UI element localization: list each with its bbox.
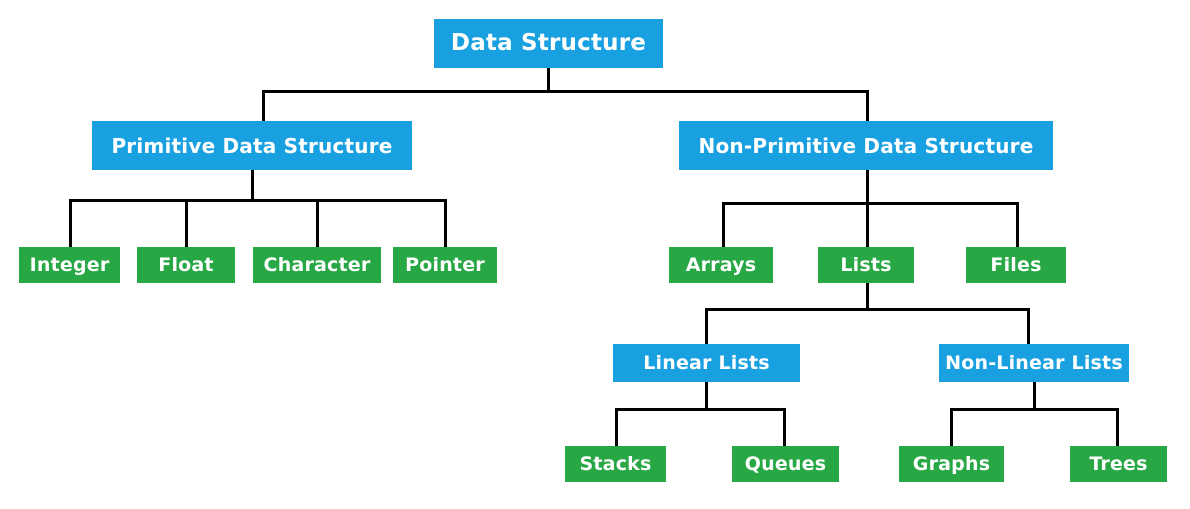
- edge-to-stacks: [615, 408, 618, 446]
- node-files[interactable]: Files: [966, 247, 1066, 283]
- edge-non-linear-lists-bus: [950, 408, 1119, 411]
- edge-to-non-linear-lists: [1027, 308, 1030, 344]
- edge-to-lists: [866, 202, 869, 247]
- edge-root-down: [547, 68, 550, 92]
- edge-to-primitive: [262, 90, 265, 121]
- node-data-structure[interactable]: Data Structure: [434, 19, 663, 68]
- node-non-linear-lists[interactable]: Non-Linear Lists: [939, 344, 1129, 382]
- edge-to-integer: [69, 199, 72, 247]
- edge-primitive-bus: [69, 199, 447, 202]
- edge-to-pointer: [444, 199, 447, 247]
- node-graphs[interactable]: Graphs: [899, 446, 1004, 482]
- edge-linear-lists-bus: [615, 408, 783, 411]
- edge-primitive-down: [251, 170, 254, 201]
- edge-non-linear-lists-down: [1033, 382, 1036, 410]
- edge-lists-bus: [705, 308, 1030, 311]
- node-lists[interactable]: Lists: [818, 247, 914, 283]
- edge-lists-down: [866, 282, 869, 310]
- node-arrays[interactable]: Arrays: [669, 247, 773, 283]
- edge-to-graphs: [950, 408, 953, 446]
- edge-non-primitive-bus: [722, 202, 1019, 205]
- edge-to-queues: [783, 408, 786, 446]
- edge-to-files: [1016, 202, 1019, 247]
- edge-linear-lists-down: [705, 382, 708, 410]
- edge-to-character: [316, 199, 319, 247]
- edge-to-linear-lists: [705, 308, 708, 344]
- edge-level1-bus: [262, 90, 869, 93]
- node-trees[interactable]: Trees: [1070, 446, 1167, 482]
- node-character[interactable]: Character: [253, 247, 381, 283]
- node-linear-lists[interactable]: Linear Lists: [613, 344, 800, 382]
- edge-to-float: [185, 199, 188, 247]
- node-integer[interactable]: Integer: [19, 247, 120, 283]
- node-queues[interactable]: Queues: [732, 446, 839, 482]
- node-non-primitive-data-structure[interactable]: Non-Primitive Data Structure: [679, 121, 1053, 170]
- edge-to-arrays: [722, 202, 725, 247]
- node-stacks[interactable]: Stacks: [565, 446, 666, 482]
- node-primitive-data-structure[interactable]: Primitive Data Structure: [92, 121, 412, 170]
- edge-to-trees: [1116, 408, 1119, 446]
- node-pointer[interactable]: Pointer: [393, 247, 497, 283]
- edge-non-primitive-down: [866, 170, 869, 204]
- edge-to-non-primitive: [866, 90, 869, 121]
- node-float[interactable]: Float: [137, 247, 235, 283]
